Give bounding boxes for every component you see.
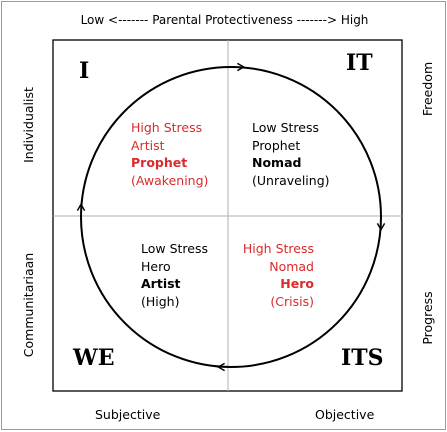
quadrant-text-top-left: High Stress Artist Prophet (Awakening) [131,119,208,189]
quadrant-line: (Awakening) [131,172,209,188]
cycle-circle [80,66,382,368]
quadrant-text-bottom-right: High Stress Nomad Hero (Crisis) [238,240,314,310]
quadrant-line: (Crisis) [270,293,314,309]
quadrant-line: High Stress [242,241,314,256]
quadrant-label-we: WE [73,345,115,371]
top-axis-label: Low <------- Parental Protectiveness ---… [80,13,369,27]
quadrant-text-bottom-left: Low Stress Hero Artist (High) [141,240,208,310]
quadrant-line: (Unraveling) [252,172,330,188]
quadrant-line: Low Stress [252,120,320,135]
quadrant-label-i: I [79,58,90,84]
quadrant-line: Artist [131,137,165,153]
quadrant-line: Hero [141,258,171,274]
right-top-axis-label: Freedom [420,61,435,117]
bottom-left-axis-label: Subjective [95,407,161,422]
quadrant-line-bold: Artist [141,276,181,291]
quadrant-line: (High) [141,293,180,309]
right-bottom-axis-label: Progress [420,291,435,345]
quadrant-line: Low Stress [141,241,209,256]
left-bottom-axis-label: Communitariaan [21,252,36,358]
bottom-right-axis-label: Objective [315,407,375,422]
quadrant-line-bold: Prophet [131,155,188,170]
quadrant-label-it: IT [346,50,373,76]
quadrant-line-bold: Hero [280,276,314,291]
quadrant-label-its: ITS [341,345,384,371]
quadrant-text-top-right: Low Stress Prophet Nomad (Unraveling) [252,119,330,189]
left-top-axis-label: Individualist [21,87,36,163]
quadrant-line: High Stress [131,120,203,135]
quadrant-line-bold: Nomad [252,155,302,170]
quadrant-line: Prophet [252,137,301,153]
quadrant-line: Nomad [269,258,314,274]
